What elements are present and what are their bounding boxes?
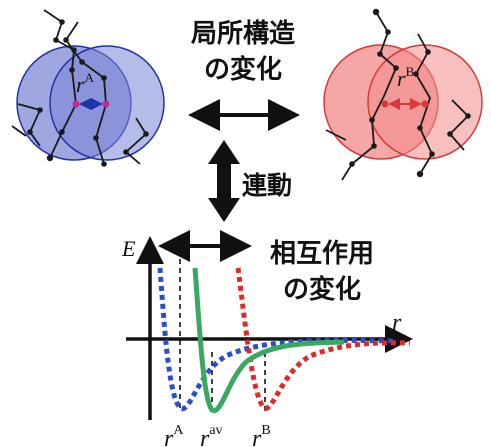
left-r-sup: A [85, 70, 95, 85]
svg-text:rA: rA [76, 70, 95, 97]
top-label: 局所構造 の変化 [191, 19, 295, 85]
x-axis-label: r [392, 310, 402, 336]
right-marker-2 [421, 100, 429, 108]
svg-text:rav: rav [200, 423, 223, 447]
top-label-line2: の変化 [204, 54, 282, 85]
potential-plot: E r rA rav rB [121, 230, 413, 447]
bottom-label-line1: 相互作用 [270, 239, 374, 269]
min-label-b-sup: B [261, 423, 270, 438]
svg-text:rB: rB [397, 64, 415, 91]
min-label-b: r [252, 426, 262, 447]
min-label-av-sup: av [209, 423, 222, 438]
min-label-a-sup: A [173, 423, 184, 438]
svg-text:rA: rA [164, 423, 184, 447]
right-r-sup: B [406, 64, 415, 79]
right-r-label: r [397, 66, 406, 91]
left-structure: rA [11, 9, 165, 167]
min-label-av: r [200, 426, 210, 447]
reference-lines [179, 250, 266, 412]
right-marker-1 [381, 100, 389, 108]
svg-text:rB: rB [252, 423, 271, 447]
y-axis-label: E [121, 236, 136, 261]
left-chain-nodes [27, 19, 149, 167]
linkage-arrow [208, 140, 240, 222]
min-label-a: r [164, 426, 174, 447]
top-label-line1: 局所構造 [191, 19, 295, 49]
curve-b [235, 267, 411, 411]
bottom-label-line2: の変化 [283, 274, 361, 305]
left-marker-2 [102, 100, 110, 108]
linkage-label: 連動 [242, 171, 292, 200]
left-r-label: r [76, 72, 85, 97]
left-marker-1 [72, 100, 80, 108]
curve-av [192, 267, 345, 414]
right-chain-nodes [349, 8, 471, 178]
right-structure: rB [323, 8, 483, 181]
bottom-label: 相互作用 の変化 [270, 239, 374, 305]
